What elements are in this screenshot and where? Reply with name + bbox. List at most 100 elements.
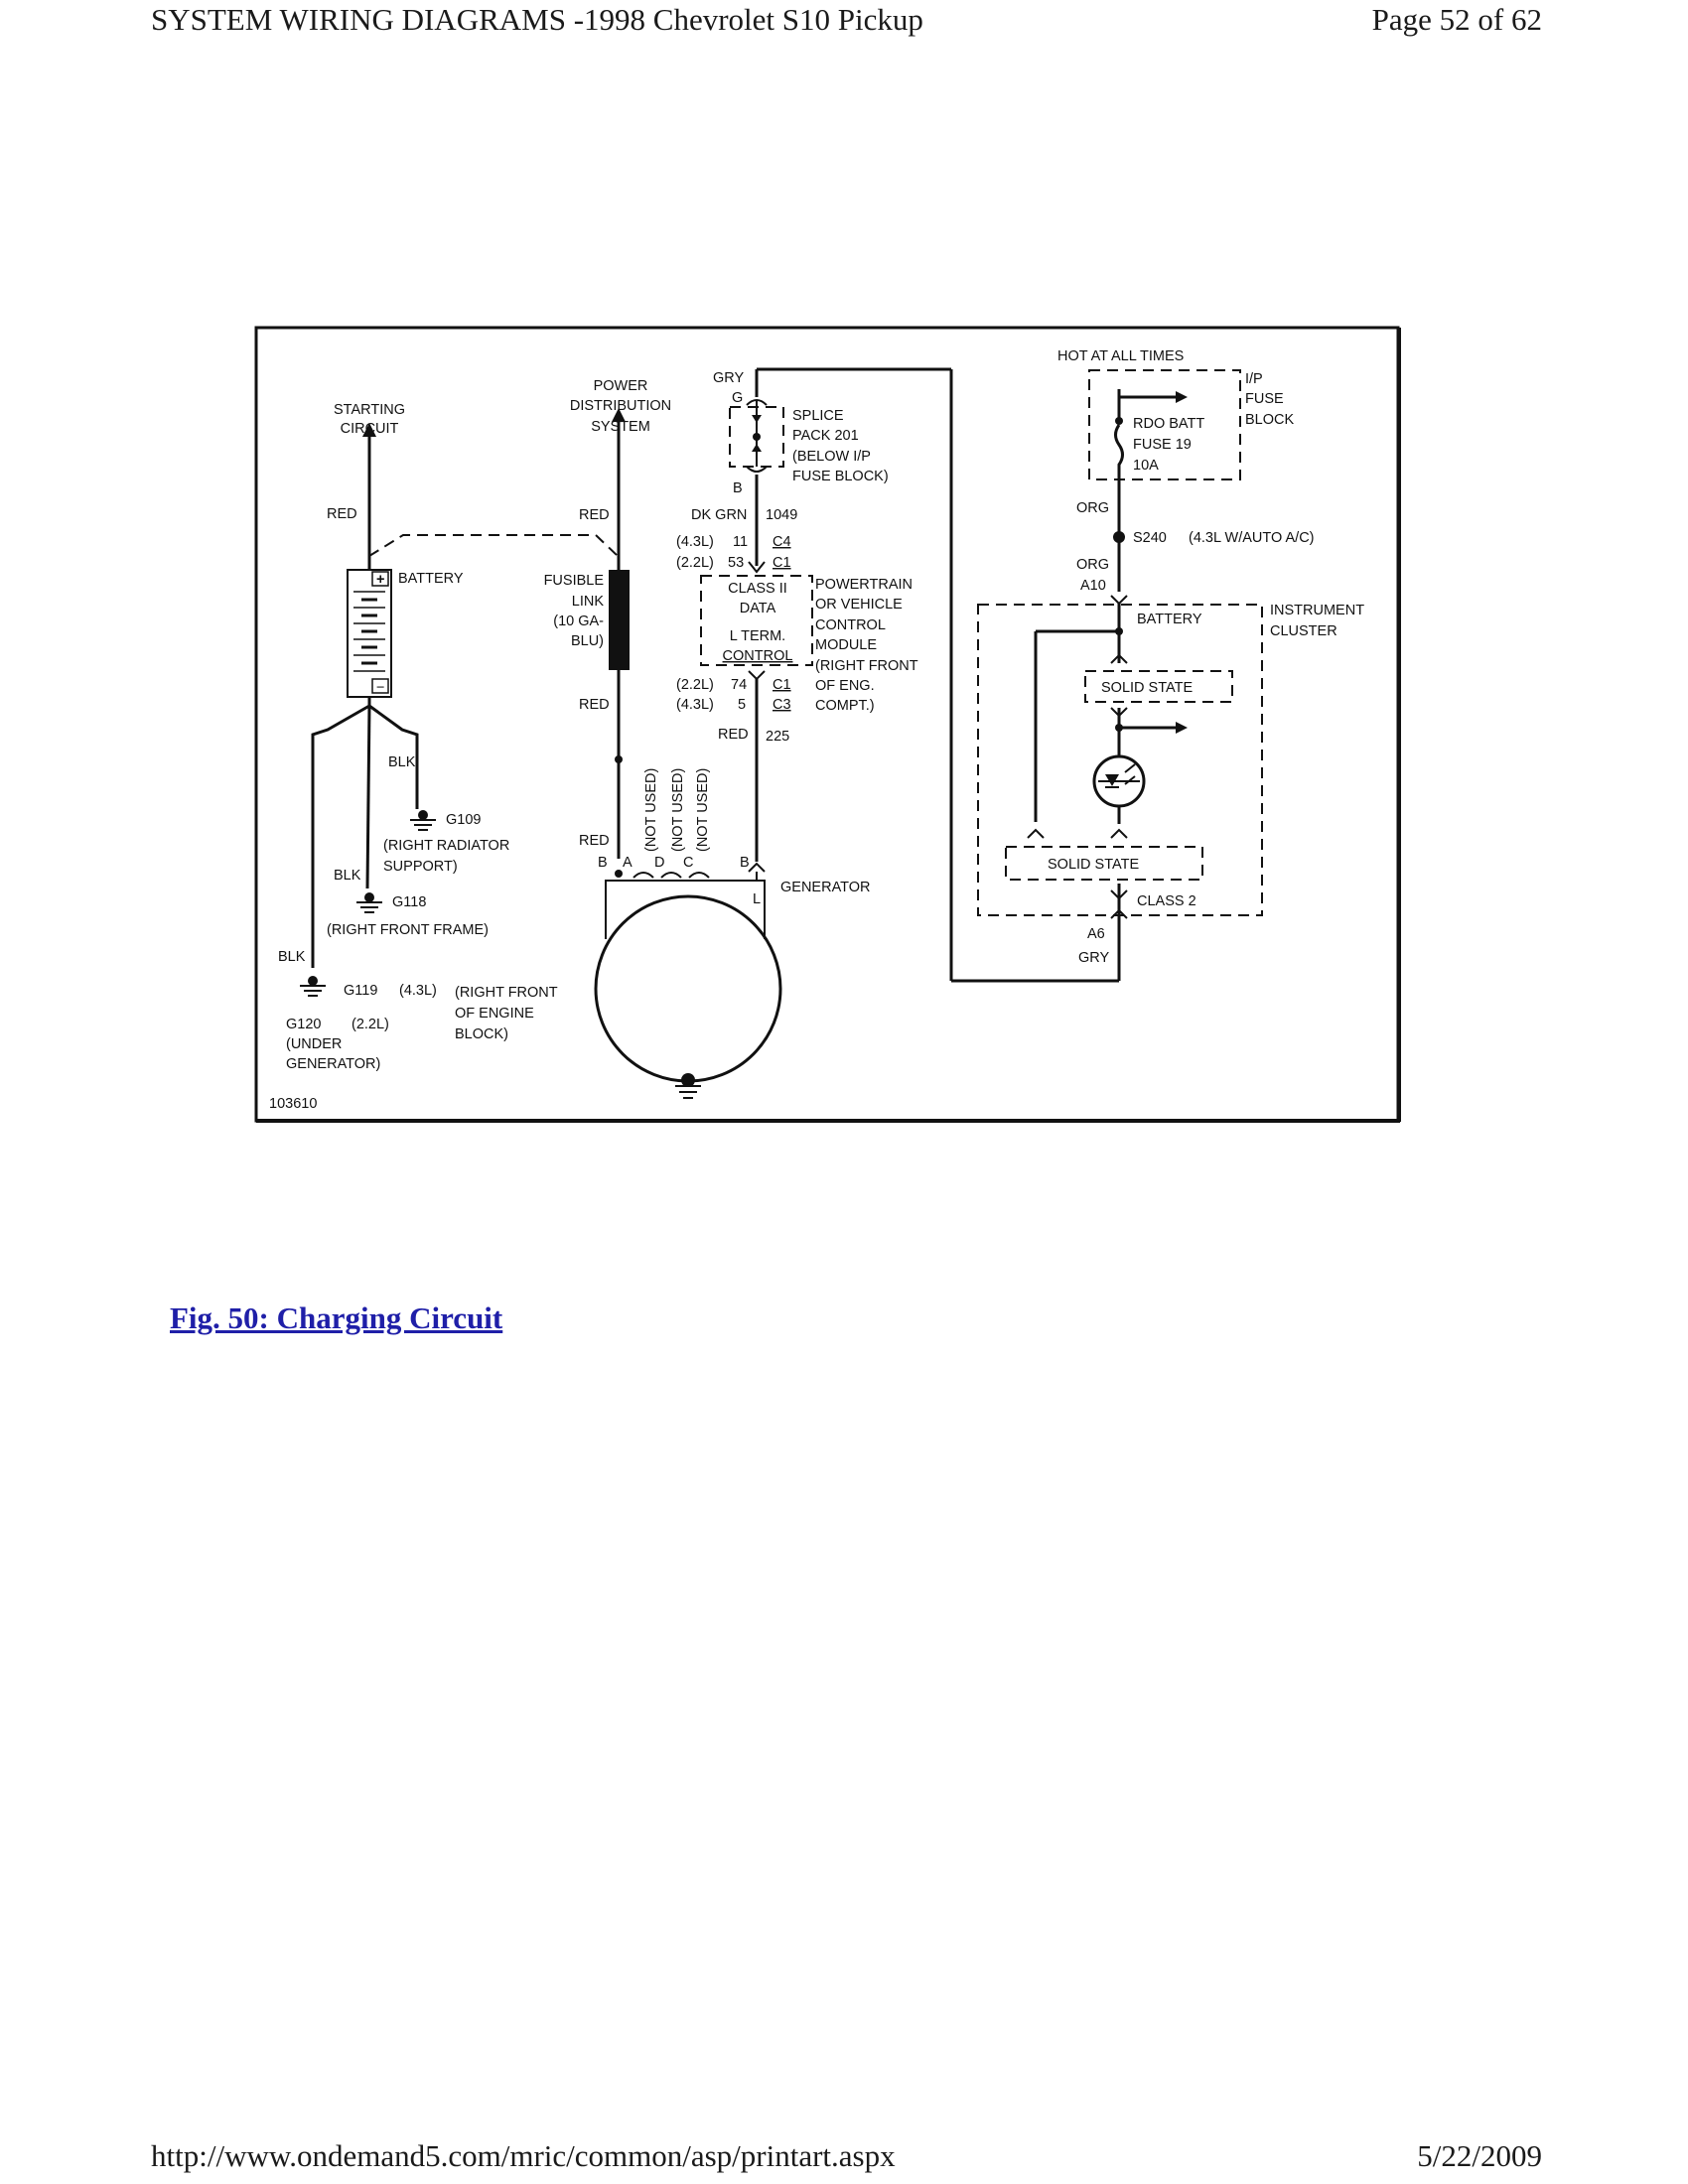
label-g119-loc-2: OF ENGINE [455,1006,534,1022]
fuse-dot [1115,417,1123,425]
label-g109: G109 [446,812,481,828]
fuse-label-1: RDO BATT [1133,416,1204,432]
label-power-3: SYSTEM [591,419,650,435]
ground-icon-g118 [356,892,382,913]
pcm-inside-3: L TERM. [730,628,785,644]
ip-fuse-block-2: FUSE [1245,391,1284,407]
pcm-top-conn-0: C4 [773,534,791,550]
battery-minus: − [376,680,384,696]
label-wire-blk-3: BLK [278,949,306,965]
splice-dot [615,755,623,763]
fusible-link-symbol [609,570,630,670]
ip-fuse-block-1: I/P [1245,371,1263,387]
label-splice-4: FUSE BLOCK) [792,469,889,484]
label-g120-eng: (2.2L) [352,1017,389,1032]
label-a10: A10 [1080,578,1106,594]
header-title: SYSTEM WIRING DIAGRAMS -1998 Chevrolet S… [151,2,923,37]
pcm-top-eng-1: (2.2L) [676,555,714,571]
arrow-up-icon [612,408,626,422]
figure-caption-link[interactable]: Fig. 50: Charging Circuit [170,1300,503,1335]
not-used-c: (NOT USED) [695,768,711,852]
page-number: Page 52 of 62 [1371,2,1542,37]
wire-blk-g118 [365,705,371,889]
gen-pin-a: A [623,855,633,871]
label-generator: GENERATOR [780,880,871,895]
label-g109-loc-1: (RIGHT RADIATOR [383,838,509,854]
led-indicator-icon [1092,754,1146,808]
gen-label-l: L [753,891,761,907]
label-fusible-1: FUSIBLE [544,573,605,589]
footer-url: http://www.ondemand5.com/mric/common/asp… [151,2138,896,2173]
splice-s240 [1113,531,1125,543]
label-power-2: DISTRIBUTION [570,398,671,414]
solid-state-2: SOLID STATE [1048,857,1139,873]
wire-blk-g119 [311,704,370,968]
label-g119-loc-3: BLOCK) [455,1026,508,1042]
label-g119: G119 [344,983,377,999]
arrow-right-icon [1176,722,1188,734]
solid-state-box-1 [1084,670,1233,703]
label-battery: BATTERY [398,571,464,587]
pcm-label-2: OR VEHICLE [815,597,903,613]
footer-date: 5/22/2009 [1417,2138,1542,2173]
solid-state-box-2 [1005,846,1203,881]
label-wire-gry-1: GRY [713,370,744,386]
conn-a6 [1110,908,1128,919]
label-g120-loc-1: (UNDER [286,1036,342,1052]
label-fusible-2: LINK [572,594,605,610]
label-splice-1: SPLICE [792,408,844,424]
pcm-label-4: MODULE [815,637,877,653]
label-g118-loc: (RIGHT FRONT FRAME) [327,922,489,938]
label-g120-loc-2: GENERATOR) [286,1056,380,1072]
battery-symbol [347,569,392,698]
label-wire-red-2: RED [579,507,610,523]
label-wire-dkgrn: DK GRN [691,507,747,523]
label-conn-g: G [732,390,743,406]
label-wire-red-4: RED [579,833,610,849]
pcm-bot-pin-1: 5 [738,697,746,713]
splice-pack-symbol [729,399,784,473]
label-g120: G120 [286,1017,321,1032]
figure-id: 103610 [269,1096,317,1112]
pcm-inside-1: CLASS II [728,581,787,597]
diagram-frame [254,326,1400,1123]
arrow-right-icon [1176,391,1188,403]
label-class2: CLASS 2 [1137,893,1196,909]
not-used-d: (NOT USED) [670,768,686,852]
label-splice-3: (BELOW I/P [792,449,871,465]
label-fusible-4: BLU) [571,633,604,649]
label-g109-loc-2: SUPPORT) [383,859,458,875]
pcm-label-7: COMPT.) [815,698,875,714]
arrow-up-icon [362,423,376,437]
label-wire-red-1: RED [327,506,357,522]
label-s240-note: (4.3L W/AUTO A/C) [1189,530,1315,546]
label-s240: S240 [1133,530,1167,546]
cluster-conn [1110,653,1128,664]
pcm-label-5: (RIGHT FRONT [815,658,918,674]
label-fusible-3: (10 GA- [553,614,604,629]
label-wire-red-3: RED [579,697,610,713]
label-g118: G118 [392,894,426,910]
pcm-bot-conn-0: C1 [773,677,791,693]
generator-housing [605,880,766,939]
fuse-label-3: 10A [1133,458,1159,474]
pcm-bot-eng-0: (2.2L) [676,677,714,693]
label-cluster-2: CLUSTER [1270,623,1337,639]
gen-pin-d: D [654,855,664,871]
gen-pin-b2: B [740,855,750,871]
pcm-connector-top [748,561,766,574]
label-cluster-1: INSTRUMENT [1270,603,1364,618]
pcm-label-1: POWERTRAIN [815,577,913,593]
label-wire-blk-1: BLK [388,754,416,770]
ground-icon-g119 [300,976,326,997]
pcm-inside-4: CONTROL [723,648,793,664]
pcm-box [700,575,813,666]
pcm-top-pin-1: 53 [728,555,744,571]
gen-connector-b2 [748,862,766,873]
label-a6: A6 [1087,926,1105,942]
pcm-label-6: OF ENG. [815,678,875,694]
label-g119-loc-1: (RIGHT FRONT [455,985,558,1001]
splice-dot [615,870,623,878]
label-wire-gry-2: GRY [1078,950,1109,966]
